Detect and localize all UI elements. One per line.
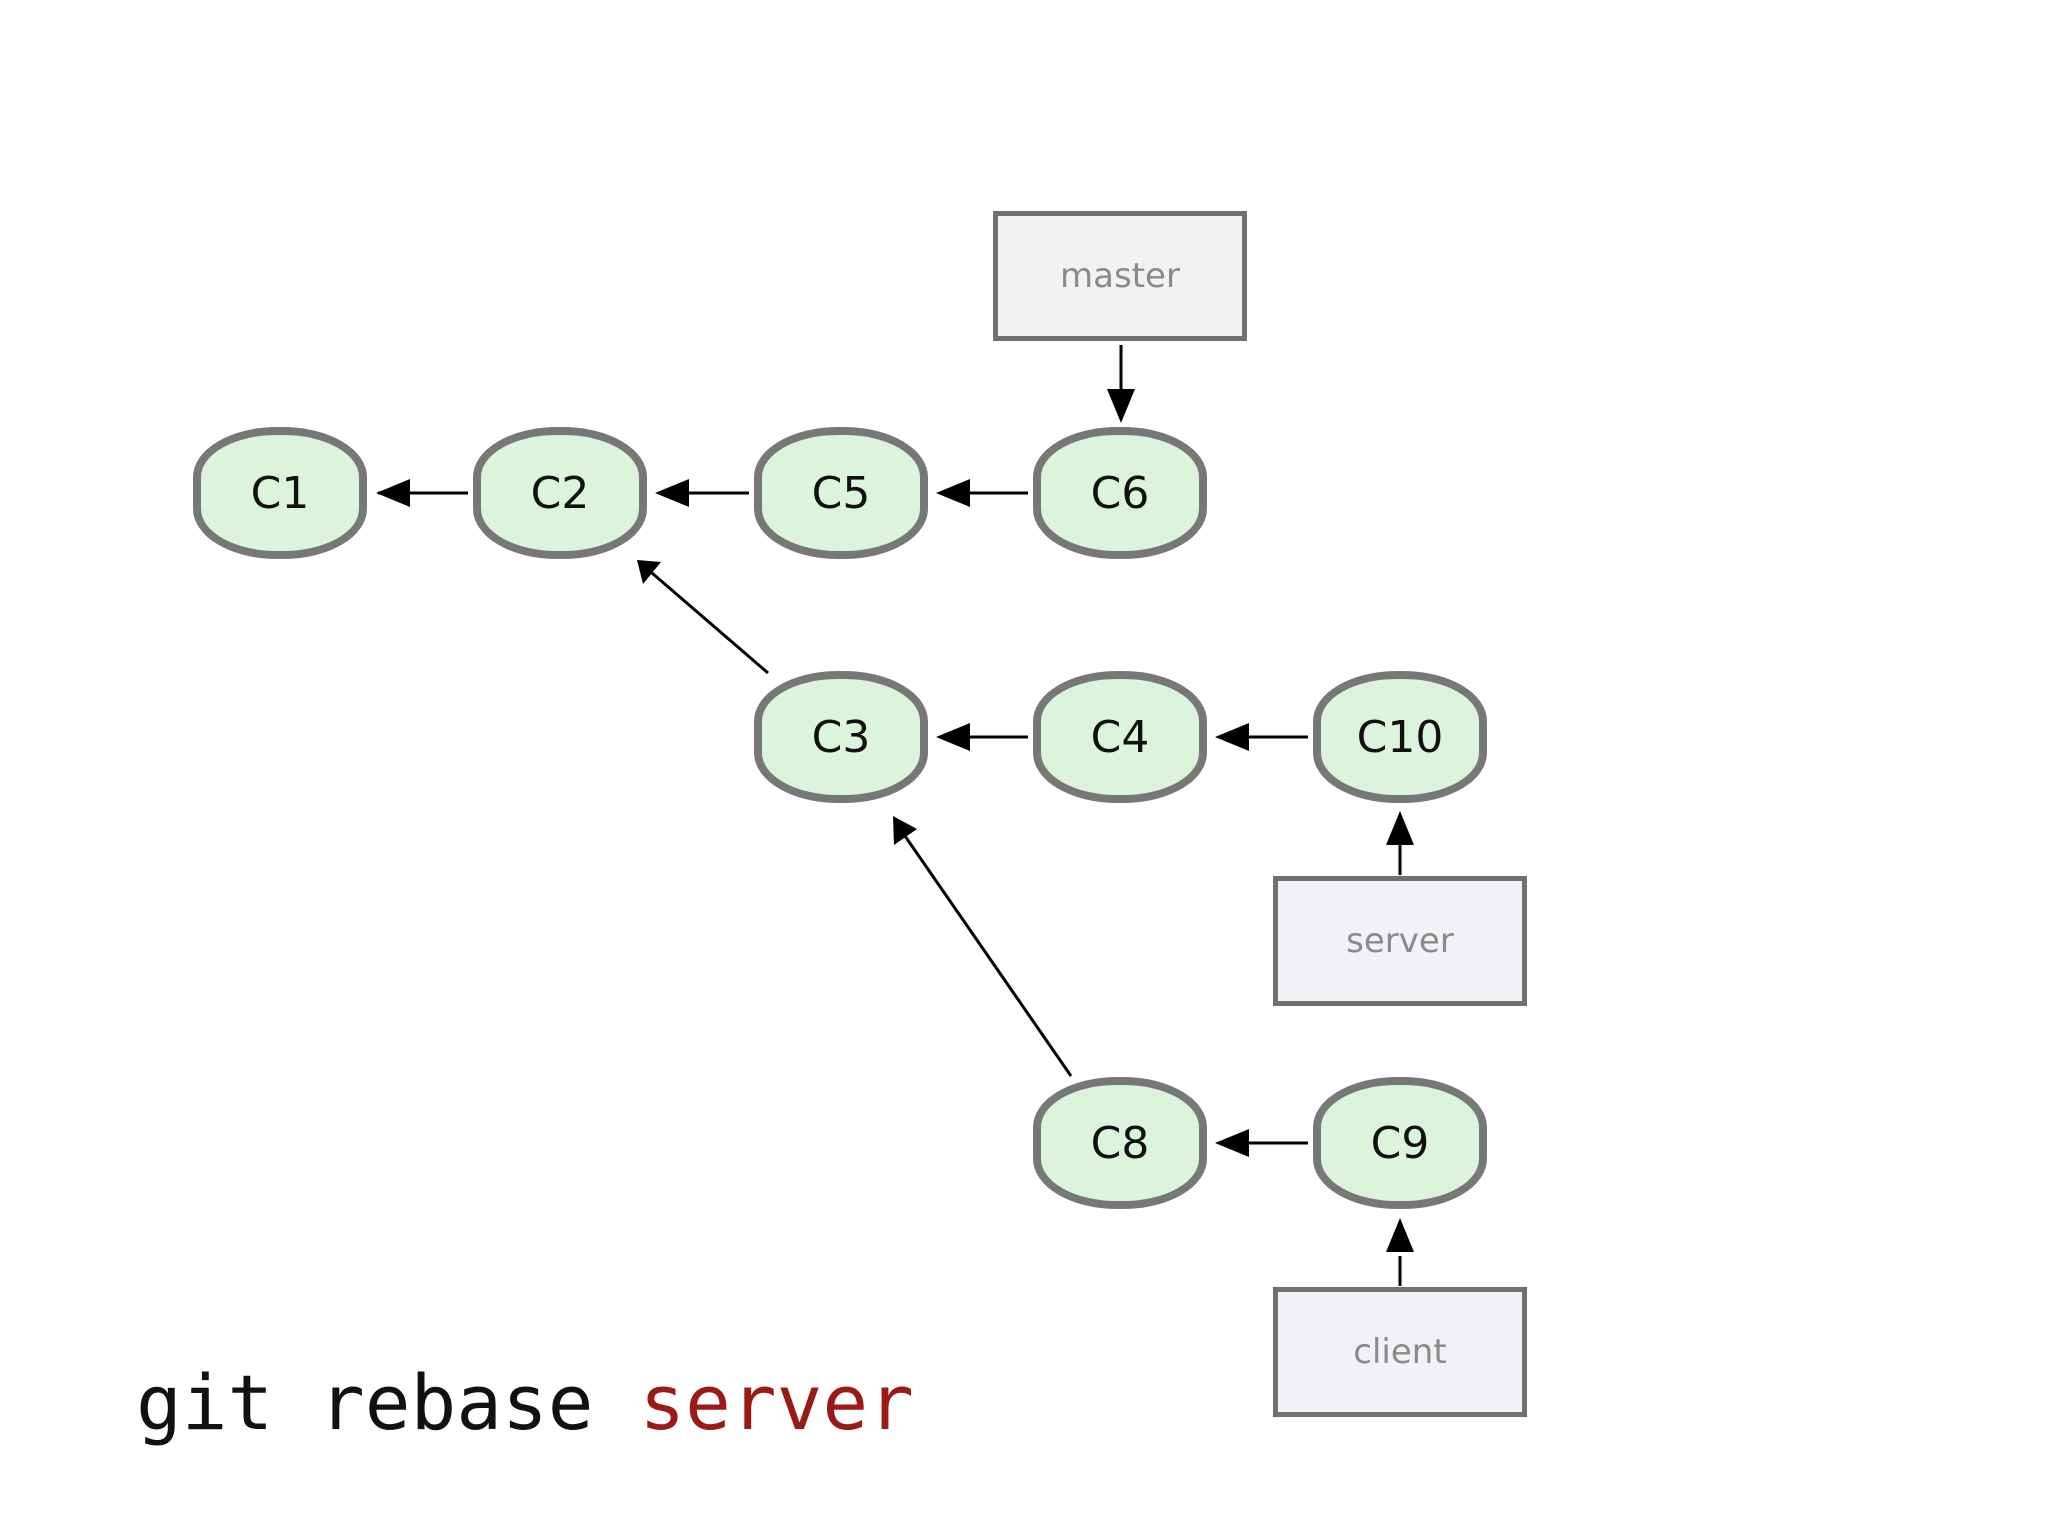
arrowhead-c10 xyxy=(1386,811,1414,845)
commit-label: C2 xyxy=(530,467,590,519)
arrow-c8-to-c3 xyxy=(903,835,1073,1077)
arrowhead-c4 xyxy=(1215,723,1249,751)
commit-c9: C9 xyxy=(1313,1077,1487,1209)
branch-client: client xyxy=(1273,1287,1527,1417)
commit-c10: C10 xyxy=(1313,671,1487,803)
commit-c1: C1 xyxy=(193,427,367,559)
command-caption: git rebase server xyxy=(136,1358,914,1447)
arrowhead-c8 xyxy=(1215,1129,1249,1157)
arrowhead-c6 xyxy=(1107,389,1135,423)
branch-master: master xyxy=(993,211,1247,341)
commit-label: C5 xyxy=(811,467,871,519)
commit-c4: C4 xyxy=(1033,671,1207,803)
arrowhead-c9 xyxy=(1386,1218,1414,1252)
commit-label: C1 xyxy=(250,467,310,519)
command-argument: server xyxy=(639,1358,914,1447)
commit-c2: C2 xyxy=(473,427,647,559)
commit-label: C9 xyxy=(1370,1117,1430,1169)
branch-label: server xyxy=(1346,921,1454,961)
arrowhead-c2-diag xyxy=(637,560,661,584)
branch-label: master xyxy=(1060,256,1180,296)
commit-label: C10 xyxy=(1356,711,1444,763)
arrowhead-c5 xyxy=(936,479,970,507)
branch-label: client xyxy=(1353,1332,1447,1372)
branch-server: server xyxy=(1273,876,1527,1006)
commit-c3: C3 xyxy=(754,671,928,803)
arrowhead-c3 xyxy=(936,723,970,751)
commit-c5: C5 xyxy=(754,427,928,559)
arrowhead-c1 xyxy=(376,479,410,507)
parent-links xyxy=(376,479,1308,1157)
arrowhead-c2 xyxy=(655,479,689,507)
commit-label: C6 xyxy=(1090,467,1150,519)
command-base: git rebase xyxy=(136,1358,594,1447)
commit-c8: C8 xyxy=(1033,1077,1207,1209)
arrow-c3-to-c2 xyxy=(651,571,769,675)
commit-label: C8 xyxy=(1090,1117,1150,1169)
branch-pointers xyxy=(1107,345,1414,1286)
commit-label: C3 xyxy=(811,711,871,763)
commit-label: C4 xyxy=(1090,711,1150,763)
arrowhead-c3-diag xyxy=(893,816,917,845)
commit-c6: C6 xyxy=(1033,427,1207,559)
